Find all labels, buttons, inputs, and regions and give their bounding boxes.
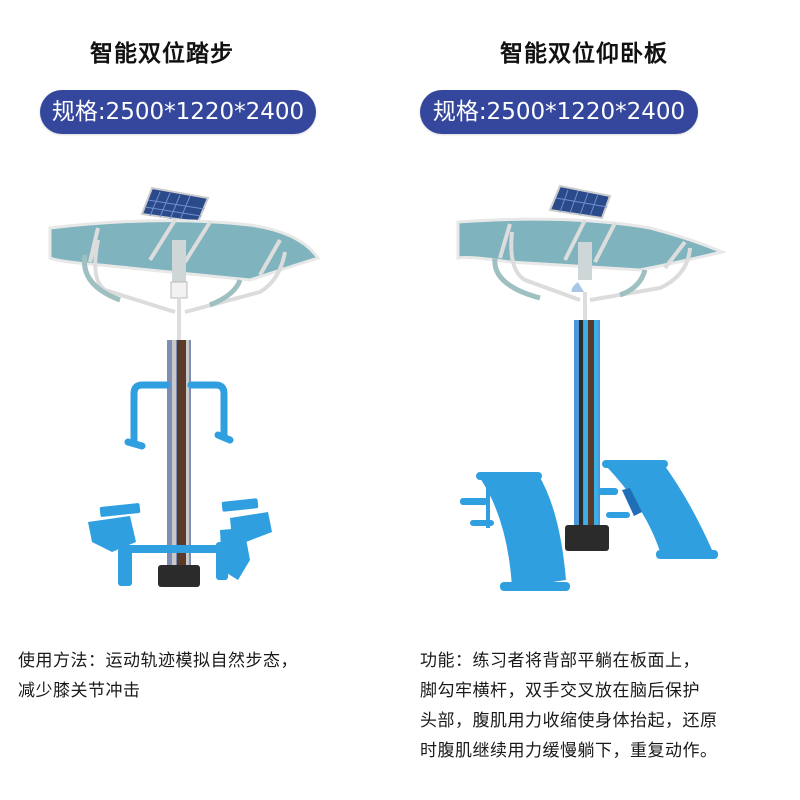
stepper-equipment-illustration — [48, 186, 321, 587]
handlebar — [124, 381, 234, 450]
foot-pedals — [88, 498, 272, 586]
description-line: 减少膝关节冲击 — [18, 681, 141, 701]
spec-badge: 规格:2500*1220*2400 — [40, 90, 316, 134]
canopy-icon — [48, 218, 321, 340]
pole — [158, 340, 200, 587]
description-line: 头部，腹肌用力收缩使身体抬起，还原 — [420, 711, 718, 731]
canopy-icon — [456, 217, 727, 320]
situp-board-right — [598, 460, 718, 559]
situp-board-left — [460, 472, 570, 591]
product-panel-stepper: 智能双位踏步 规格:2500*1220*2400 — [18, 41, 388, 706]
product-title: 智能双位踏步 — [90, 41, 234, 67]
product-panel-situp: 智能双位仰卧板 规格:2500*1220*2400 — [400, 0, 800, 800]
product-description: 使用方法：运动轨迹模拟自然步态， 减少膝关节冲击 — [18, 646, 388, 706]
solar-panel-icon — [140, 186, 210, 224]
product-description: 功能：练习者将背部平躺在板面上， 脚勾牢横杆，双手交叉放在脑后保护 头部，腹肌用… — [420, 646, 790, 766]
description-line: 功能：练习者将背部平躺在板面上， — [420, 651, 700, 671]
description-line: 时腹肌继续用力缓慢躺下，重复动作。 — [420, 741, 718, 761]
description-line: 脚勾牢横杆，双手交叉放在脑后保护 — [420, 681, 700, 701]
pole — [565, 320, 609, 551]
product-title: 智能双位仰卧板 — [500, 41, 668, 67]
situp-equipment-illustration — [456, 184, 727, 591]
solar-panel-icon — [548, 184, 612, 220]
description-line: 使用方法：运动轨迹模拟自然步态， — [18, 651, 298, 671]
spec-badge: 规格:2500*1220*2400 — [420, 90, 698, 134]
